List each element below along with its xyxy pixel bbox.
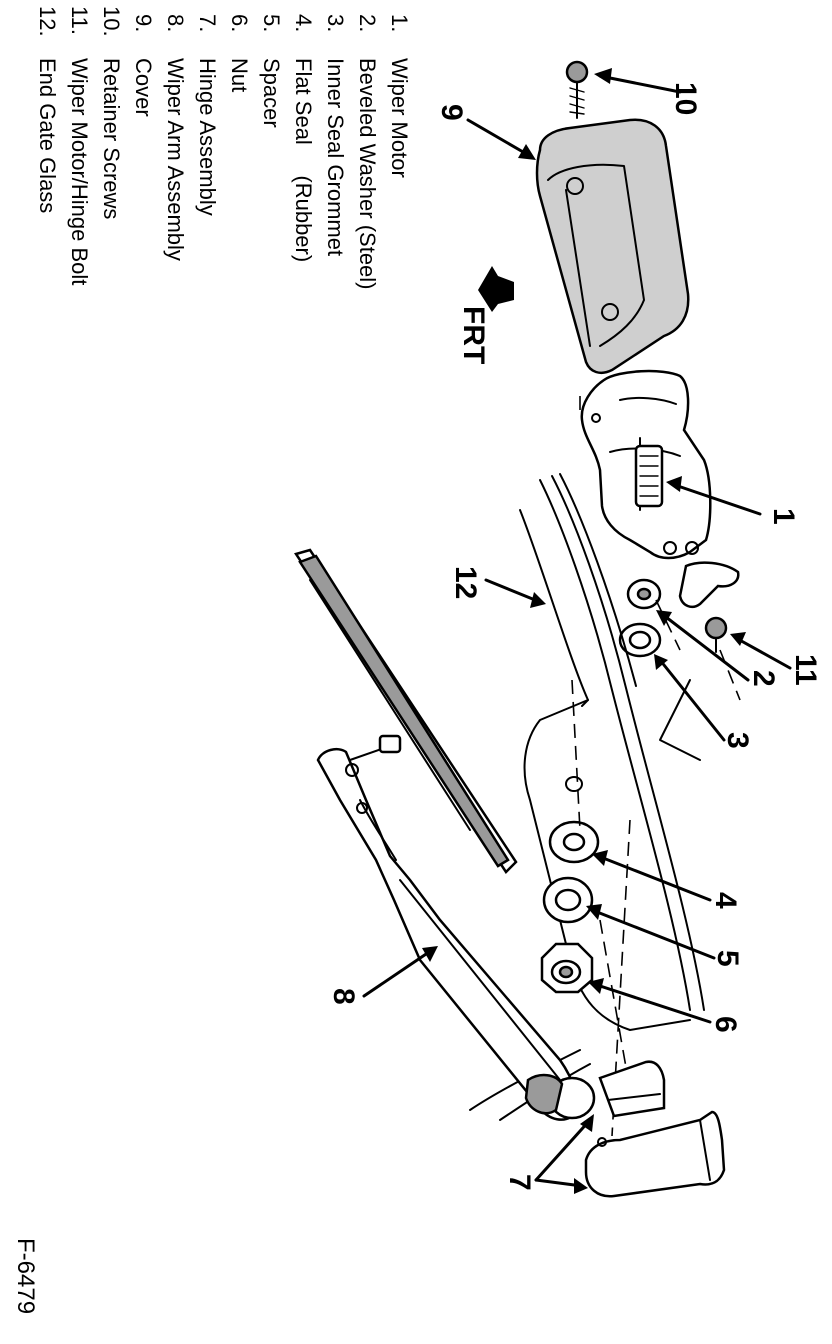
callout-3: 3: [721, 732, 754, 749]
callout-12: 12: [449, 566, 482, 599]
legend-label: Inner Seal Grommet: [323, 58, 348, 256]
callout-6: 6: [709, 1016, 742, 1033]
spacer-part: [542, 876, 594, 924]
legend-num: 6.: [227, 14, 252, 32]
legend-num: 9.: [131, 14, 156, 32]
legend-num: 2.: [355, 14, 380, 32]
legend-num: 4.: [291, 14, 316, 32]
legend-label: Wiper Motor: [387, 58, 412, 178]
legend-num: 1.: [387, 14, 412, 32]
callout-8: 8: [327, 988, 360, 1005]
front-arrow-icon: [478, 266, 514, 312]
legend-label: Wiper Motor/Hinge Bolt: [67, 58, 92, 285]
leader-lines: [362, 68, 792, 1194]
legend-label: Cover: [131, 58, 156, 117]
hinge-assembly-part: [584, 1060, 726, 1198]
wiper-motor-part: [580, 369, 740, 608]
legend-label: Flat Seal (Rubber): [291, 58, 316, 262]
callout-1: 1: [767, 508, 800, 525]
hinge-bolt-part: [704, 616, 728, 653]
legend-num: 5.: [259, 14, 284, 32]
parts-legend: 1. Wiper Motor 2. Beveled Washer (Steel)…: [35, 6, 412, 290]
flat-seal-part: [548, 776, 600, 864]
legend-label: Retainer Screws: [99, 58, 124, 219]
assembly-centerlines: [571, 396, 741, 1137]
front-label: FRT: [457, 306, 490, 364]
callout-9: 9: [435, 104, 468, 121]
callout-numbers: 10 9 1 12 11 2 3 4 5 6 8 7: [327, 82, 822, 1191]
retainer-screw-part: [565, 60, 589, 119]
legend-label: Nut: [227, 58, 252, 92]
cover-part: [535, 118, 690, 374]
legend-num: 8.: [163, 14, 188, 32]
callout-7: 7: [503, 1174, 536, 1191]
front-direction-indicator: FRT: [457, 266, 514, 364]
legend-num: 11.: [67, 6, 92, 35]
legend-label: Hinge Assembly: [195, 58, 220, 216]
legend-num: 3.: [323, 14, 348, 32]
beveled-washer-part: [626, 578, 662, 610]
callout-4: 4: [709, 892, 742, 909]
legend-label: Wiper Arm Assembly: [163, 58, 188, 261]
callout-2: 2: [747, 670, 780, 687]
nut-part: [540, 942, 594, 994]
legend-num: 10.: [99, 6, 124, 37]
wiper-arm-assembly-part: [294, 548, 596, 1121]
legend-num: 12.: [35, 6, 60, 37]
legend-label: End Gate Glass: [35, 58, 60, 213]
legend-label: Spacer: [259, 58, 284, 128]
legend-label: Beveled Washer (Steel): [355, 58, 380, 290]
callout-11: 11: [789, 654, 822, 686]
callout-5: 5: [711, 950, 744, 967]
callout-10: 10: [669, 82, 702, 115]
inner-seal-grommet-part: [618, 622, 662, 658]
figure-id: F-6479: [12, 1238, 39, 1314]
legend-num: 7.: [195, 14, 220, 32]
